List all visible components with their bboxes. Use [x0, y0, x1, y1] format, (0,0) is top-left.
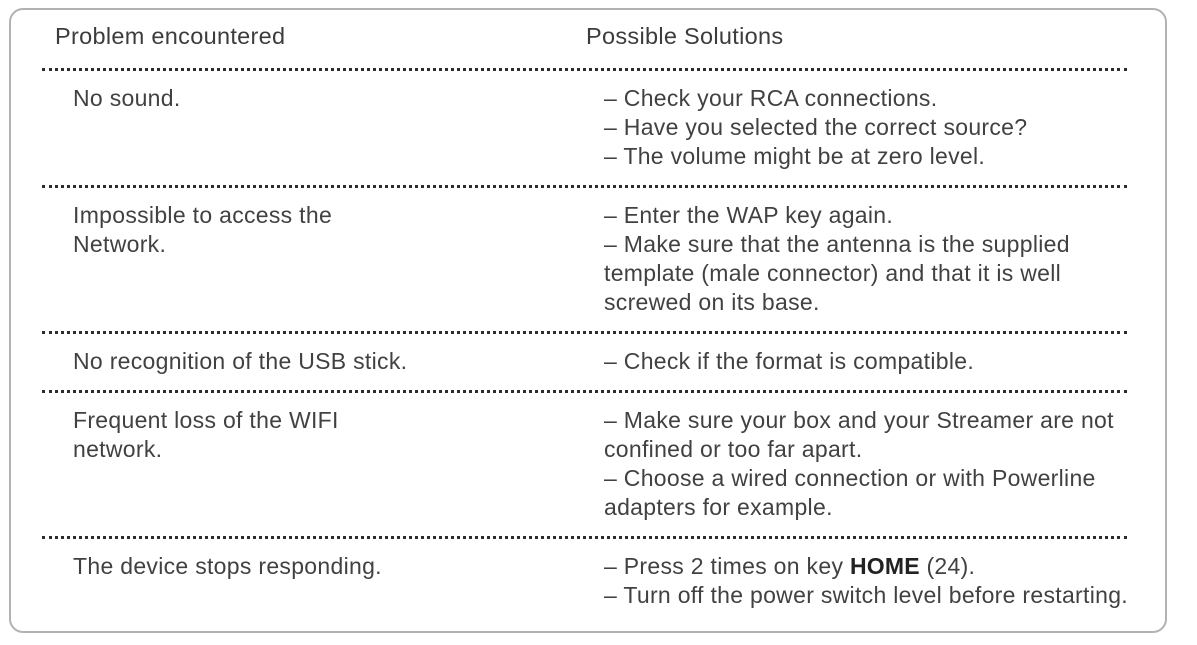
- problem-line: No recognition of the USB stick.: [73, 347, 604, 376]
- text-segment: (24).: [919, 553, 976, 579]
- solution-line: adapters for example.: [604, 493, 1165, 522]
- text-segment: Network.: [73, 231, 167, 257]
- solution-line: – Check if the format is compatible.: [604, 347, 1165, 376]
- text-segment: No recognition of the USB stick.: [73, 348, 408, 374]
- solutions-cell: – Check your RCA connections. – Have you …: [604, 84, 1165, 171]
- text-segment: – Have you selected the correct source?: [604, 114, 1028, 140]
- solution-line: – The volume might be at zero level.: [604, 142, 1165, 171]
- text-segment: network.: [73, 436, 163, 462]
- solution-line: – Choose a wired connection or with Powe…: [604, 464, 1165, 493]
- solution-line: – Make sure that the antenna is the supp…: [604, 230, 1165, 259]
- text-segment: – Turn off the power switch level before…: [604, 582, 1128, 608]
- problem-cell: Frequent loss of the WIFI network.: [73, 406, 604, 522]
- solution-line: – Enter the WAP key again.: [604, 201, 1165, 230]
- column-header-problem: Problem encountered: [55, 23, 286, 49]
- problem-cell: No sound.: [73, 84, 604, 171]
- troubleshooting-table: Problem encountered Possible Solutions N…: [9, 8, 1167, 633]
- text-segment: The device stops responding.: [73, 553, 382, 579]
- text-segment: confined or too far apart.: [604, 436, 863, 462]
- text-segment: – Press 2 times on key: [604, 553, 850, 579]
- solution-line: screwed on its base.: [604, 288, 1165, 317]
- solution-line: – Make sure your box and your Streamer a…: [604, 406, 1165, 435]
- text-segment: – Check if the format is compatible.: [604, 348, 975, 374]
- table-row: No recognition of the USB stick. – Check…: [11, 334, 1165, 390]
- problem-cell: The device stops responding.: [73, 552, 604, 610]
- problem-line: Network.: [73, 230, 604, 259]
- solution-line: – Have you selected the correct source?: [604, 113, 1165, 142]
- text-segment: – Choose a wired connection or with Powe…: [604, 465, 1096, 491]
- text-segment: – Check your RCA connections.: [604, 85, 938, 111]
- problem-line: Frequent loss of the WIFI: [73, 406, 604, 435]
- solution-line: confined or too far apart.: [604, 435, 1165, 464]
- row-separator: [42, 68, 1127, 71]
- solution-line: – Check your RCA connections.: [604, 84, 1165, 113]
- text-segment: – Make sure that the antenna is the supp…: [604, 231, 1070, 257]
- table-row: No sound. – Check your RCA connections.–…: [11, 71, 1165, 185]
- text-segment: – Make sure your box and your Streamer a…: [604, 407, 1114, 433]
- solutions-cell: – Press 2 times on key HOME (24).– Turn …: [604, 552, 1165, 610]
- solution-line: – Press 2 times on key HOME (24).: [604, 552, 1165, 581]
- row-separator: [42, 331, 1127, 334]
- text-segment: No sound.: [73, 85, 181, 111]
- solution-line: – Turn off the power switch level before…: [604, 581, 1165, 610]
- row-separator: [42, 185, 1127, 188]
- text-segment: – Enter the WAP key again.: [604, 202, 894, 228]
- text-segment: adapters for example.: [604, 494, 833, 520]
- row-separator: [42, 390, 1127, 393]
- problem-line: network.: [73, 435, 604, 464]
- solutions-cell: – Check if the format is compatible.: [604, 347, 1165, 376]
- row-separator: [42, 536, 1127, 539]
- solution-line: template (male connector) and that it is…: [604, 259, 1165, 288]
- solutions-cell: – Make sure your box and your Streamer a…: [604, 406, 1165, 522]
- text-segment: Impossible to access the: [73, 202, 333, 228]
- problem-line: Impossible to access the: [73, 201, 604, 230]
- text-segment: screwed on its base.: [604, 289, 820, 315]
- table-body: No sound. – Check your RCA connections.–…: [11, 68, 1165, 624]
- text-segment: Frequent loss of the WIFI: [73, 407, 339, 433]
- table-row: Frequent loss of the WIFI network. – Make…: [11, 393, 1165, 536]
- problem-line: No sound.: [73, 84, 604, 113]
- solutions-cell: – Enter the WAP key again. – Make sure th…: [604, 201, 1165, 317]
- bold-keyword: HOME: [849, 553, 920, 579]
- problem-cell: No recognition of the USB stick.: [73, 347, 604, 376]
- text-segment: template (male connector) and that it is…: [604, 260, 1062, 286]
- problem-line: The device stops responding.: [73, 552, 604, 581]
- table-header-row: Problem encountered Possible Solutions: [11, 10, 1165, 68]
- column-header-solutions: Possible Solutions: [586, 23, 784, 49]
- text-segment: – The volume might be at zero level.: [604, 143, 986, 169]
- table-row: The device stops responding. – Press 2 t…: [11, 539, 1165, 624]
